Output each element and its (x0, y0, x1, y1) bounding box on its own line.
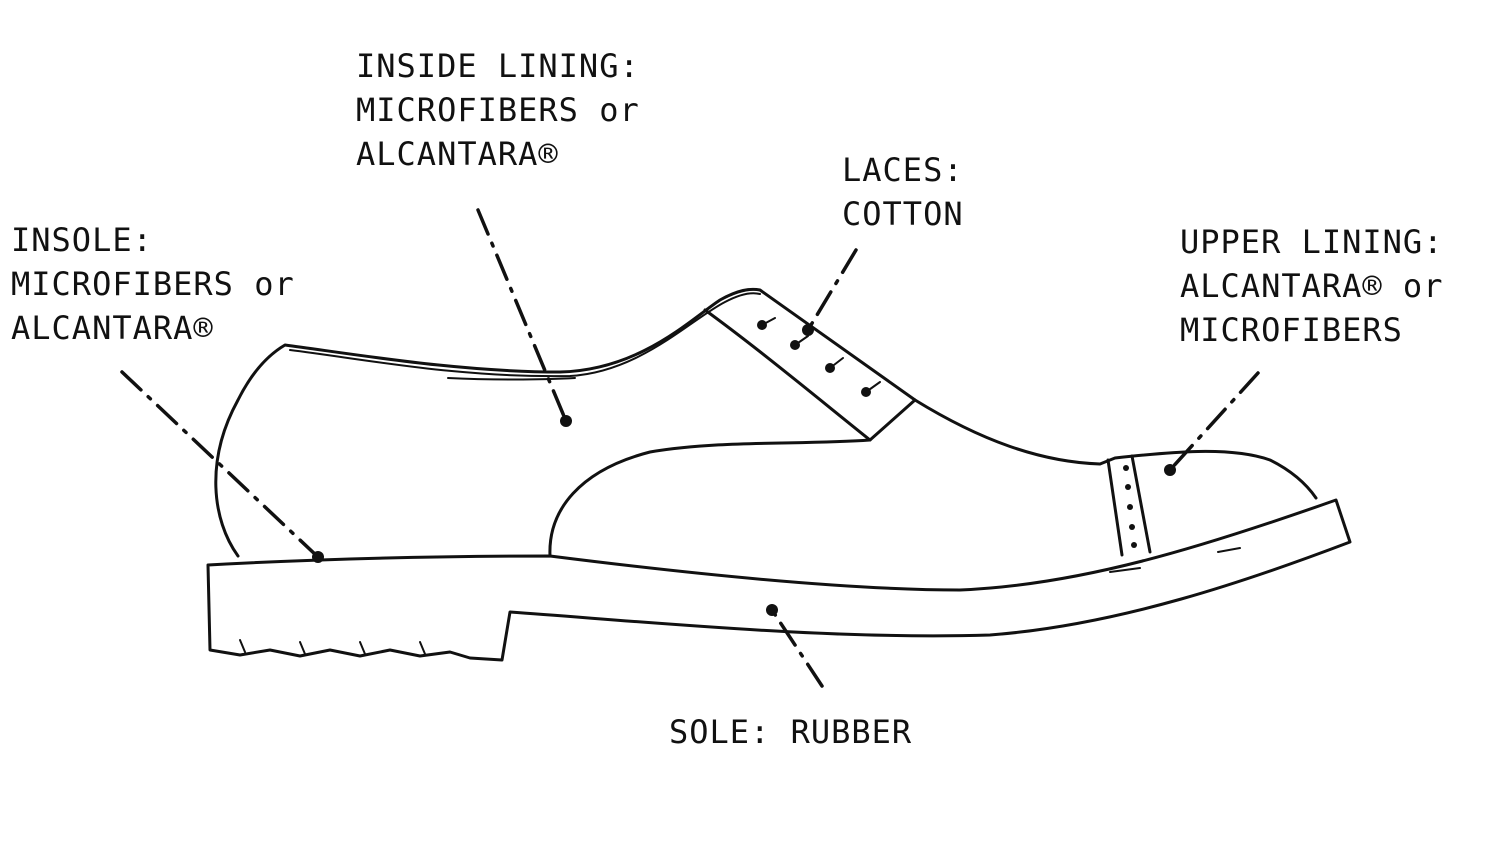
leader-lines (120, 208, 1260, 688)
leader-sole (770, 608, 824, 688)
label-laces-line1: LACES: (842, 151, 964, 189)
label-inside-lining-line1: INSIDE LINING: (356, 47, 640, 85)
eyelet-panel (703, 308, 917, 442)
label-laces: LACES: COTTON (842, 148, 964, 236)
label-insole-line2: MICROFIBERS or (11, 265, 295, 303)
shoe-collar-inner (447, 377, 576, 381)
leader-laces (806, 248, 858, 332)
label-sole: SOLE: RUBBER (669, 710, 912, 754)
label-upper-lining: UPPER LINING: ALCANTARA® or MICROFIBERS (1180, 220, 1443, 352)
vamp-outline (548, 438, 872, 558)
label-sole-line1: SOLE: RUBBER (669, 713, 913, 751)
label-insole-line1: INSOLE: (11, 221, 153, 259)
label-insole-line3: ALCANTARA® (11, 309, 214, 347)
toe-cap-band (1106, 454, 1152, 557)
label-laces-line2: COTTON (842, 195, 964, 233)
leader-inside-lining (476, 208, 568, 423)
sole-outline (206, 498, 1352, 662)
shoe-collar-line (289, 292, 761, 378)
label-upper-lining-line3: MICROFIBERS (1180, 311, 1403, 349)
label-inside-lining-line3: ALCANTARA® (356, 135, 559, 173)
label-upper-lining-line2: ALCANTARA® or (1180, 267, 1444, 305)
shoe-drawing (206, 287, 1352, 662)
label-inside-lining: INSIDE LINING: MICROFIBERS or ALCANTARA® (356, 44, 640, 176)
label-upper-lining-line1: UPPER LINING: (1180, 223, 1444, 261)
leader-insole (120, 370, 320, 559)
leader-upper-lining (1168, 371, 1260, 472)
label-insole: INSOLE: MICROFIBERS or ALCANTARA® (11, 218, 295, 350)
shoe-upper-outline (214, 287, 1318, 558)
label-inside-lining-line2: MICROFIBERS or (356, 91, 640, 129)
